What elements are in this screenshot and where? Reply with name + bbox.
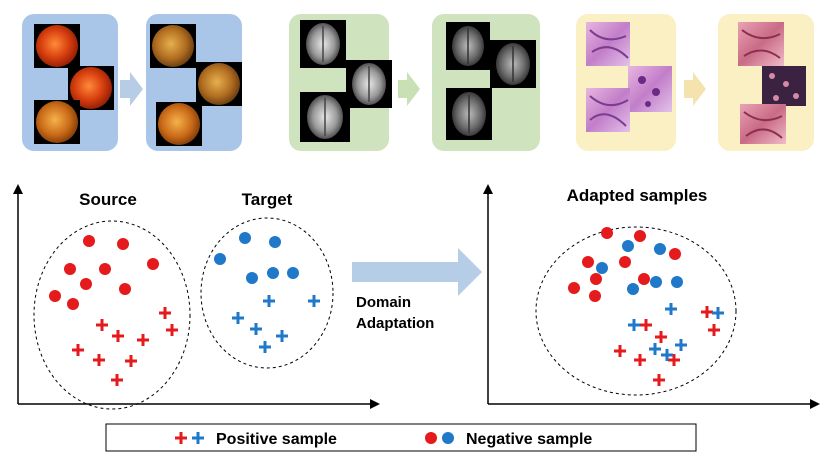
plus-marker bbox=[675, 339, 687, 351]
legend-box bbox=[105, 423, 697, 452]
source-negative-points bbox=[49, 235, 159, 310]
plus-marker bbox=[112, 330, 124, 342]
adapted-blue-negative-points bbox=[596, 240, 683, 295]
circle-marker bbox=[589, 290, 601, 302]
target-label: Target bbox=[242, 190, 293, 209]
circle-marker bbox=[601, 227, 613, 239]
legend-negative-markers bbox=[425, 432, 454, 444]
mri-image bbox=[300, 20, 392, 142]
circle-marker bbox=[568, 282, 580, 294]
mri-image bbox=[446, 22, 536, 140]
circle-marker bbox=[80, 278, 92, 290]
circle-marker bbox=[67, 298, 79, 310]
adapted-blue-positive-points bbox=[628, 303, 724, 361]
circle-marker bbox=[425, 432, 437, 444]
legend-negative-label: Negative sample bbox=[466, 431, 592, 448]
circle-marker bbox=[214, 253, 226, 265]
adapted-red-positive-points bbox=[614, 306, 720, 386]
plus-marker bbox=[72, 344, 84, 356]
plus-marker bbox=[653, 374, 665, 386]
circle-marker bbox=[622, 240, 634, 252]
adapted-cluster-boundary bbox=[535, 226, 737, 396]
target-cluster-boundary bbox=[200, 217, 334, 369]
plus-marker bbox=[634, 354, 646, 366]
fundus-image bbox=[34, 24, 114, 144]
domain-adaptation-label-line2: Adaptation bbox=[356, 315, 434, 332]
circle-marker bbox=[287, 267, 299, 279]
domain-adaptation-arrow bbox=[352, 248, 482, 296]
plus-marker bbox=[159, 307, 171, 319]
fundus-image bbox=[150, 24, 242, 146]
circle-marker bbox=[269, 236, 281, 248]
plus-marker bbox=[125, 355, 137, 367]
circle-marker bbox=[83, 235, 95, 247]
plus-marker bbox=[708, 324, 720, 336]
plus-marker bbox=[614, 345, 626, 357]
circle-marker bbox=[669, 248, 681, 260]
circle-marker bbox=[650, 276, 662, 288]
circle-marker bbox=[99, 263, 111, 275]
plus-marker bbox=[232, 312, 244, 324]
circle-marker bbox=[638, 273, 650, 285]
plus-marker bbox=[259, 341, 271, 353]
plus-marker bbox=[665, 303, 677, 315]
circle-marker bbox=[627, 283, 639, 295]
source-target-plot bbox=[13, 184, 380, 409]
source-cluster-boundary bbox=[33, 220, 191, 410]
circle-marker bbox=[442, 432, 454, 444]
right-arrow-icon bbox=[398, 72, 420, 106]
circle-marker bbox=[246, 272, 258, 284]
plus-marker bbox=[192, 432, 204, 444]
right-arrow-icon bbox=[684, 72, 706, 106]
plus-marker bbox=[649, 343, 661, 355]
plus-marker bbox=[166, 324, 178, 336]
circle-marker bbox=[49, 290, 61, 302]
circle-marker bbox=[147, 258, 159, 270]
plus-marker bbox=[712, 307, 724, 319]
circle-marker bbox=[671, 276, 683, 288]
circle-marker bbox=[119, 283, 131, 295]
circle-marker bbox=[634, 230, 646, 242]
circle-marker bbox=[239, 232, 251, 244]
source-positive-points bbox=[72, 307, 178, 386]
legend-positive-label: Positive sample bbox=[216, 431, 337, 448]
plus-marker bbox=[655, 331, 667, 343]
histology-image bbox=[586, 22, 672, 132]
adapted-samples-plot bbox=[483, 184, 820, 409]
right-arrow-icon bbox=[120, 72, 143, 106]
circle-marker bbox=[117, 238, 129, 250]
plus-marker bbox=[111, 374, 123, 386]
plus-marker bbox=[628, 319, 640, 331]
circle-marker bbox=[582, 256, 594, 268]
plus-marker bbox=[175, 432, 187, 444]
target-negative-points bbox=[214, 232, 299, 284]
adapted-red-negative-points bbox=[568, 227, 681, 302]
plus-marker bbox=[93, 354, 105, 366]
circle-marker bbox=[267, 267, 279, 279]
target-positive-points bbox=[232, 295, 320, 353]
histology-image bbox=[738, 22, 806, 144]
circle-marker bbox=[590, 273, 602, 285]
plus-marker bbox=[263, 295, 275, 307]
plus-marker bbox=[661, 349, 673, 361]
plus-marker bbox=[250, 323, 262, 335]
legend-positive-markers bbox=[175, 432, 204, 444]
circle-marker bbox=[596, 262, 608, 274]
adapted-samples-label: Adapted samples bbox=[567, 186, 708, 205]
plus-marker bbox=[668, 354, 680, 366]
plus-marker bbox=[701, 306, 713, 318]
plus-marker bbox=[640, 319, 652, 331]
domain-adaptation-label-line1: Domain bbox=[356, 294, 411, 311]
source-label: Source bbox=[79, 190, 137, 209]
circle-marker bbox=[619, 256, 631, 268]
circle-marker bbox=[654, 243, 666, 255]
circle-marker bbox=[64, 263, 76, 275]
plus-marker bbox=[276, 330, 288, 342]
plus-marker bbox=[308, 295, 320, 307]
plus-marker bbox=[137, 334, 149, 346]
plus-marker bbox=[96, 319, 108, 331]
